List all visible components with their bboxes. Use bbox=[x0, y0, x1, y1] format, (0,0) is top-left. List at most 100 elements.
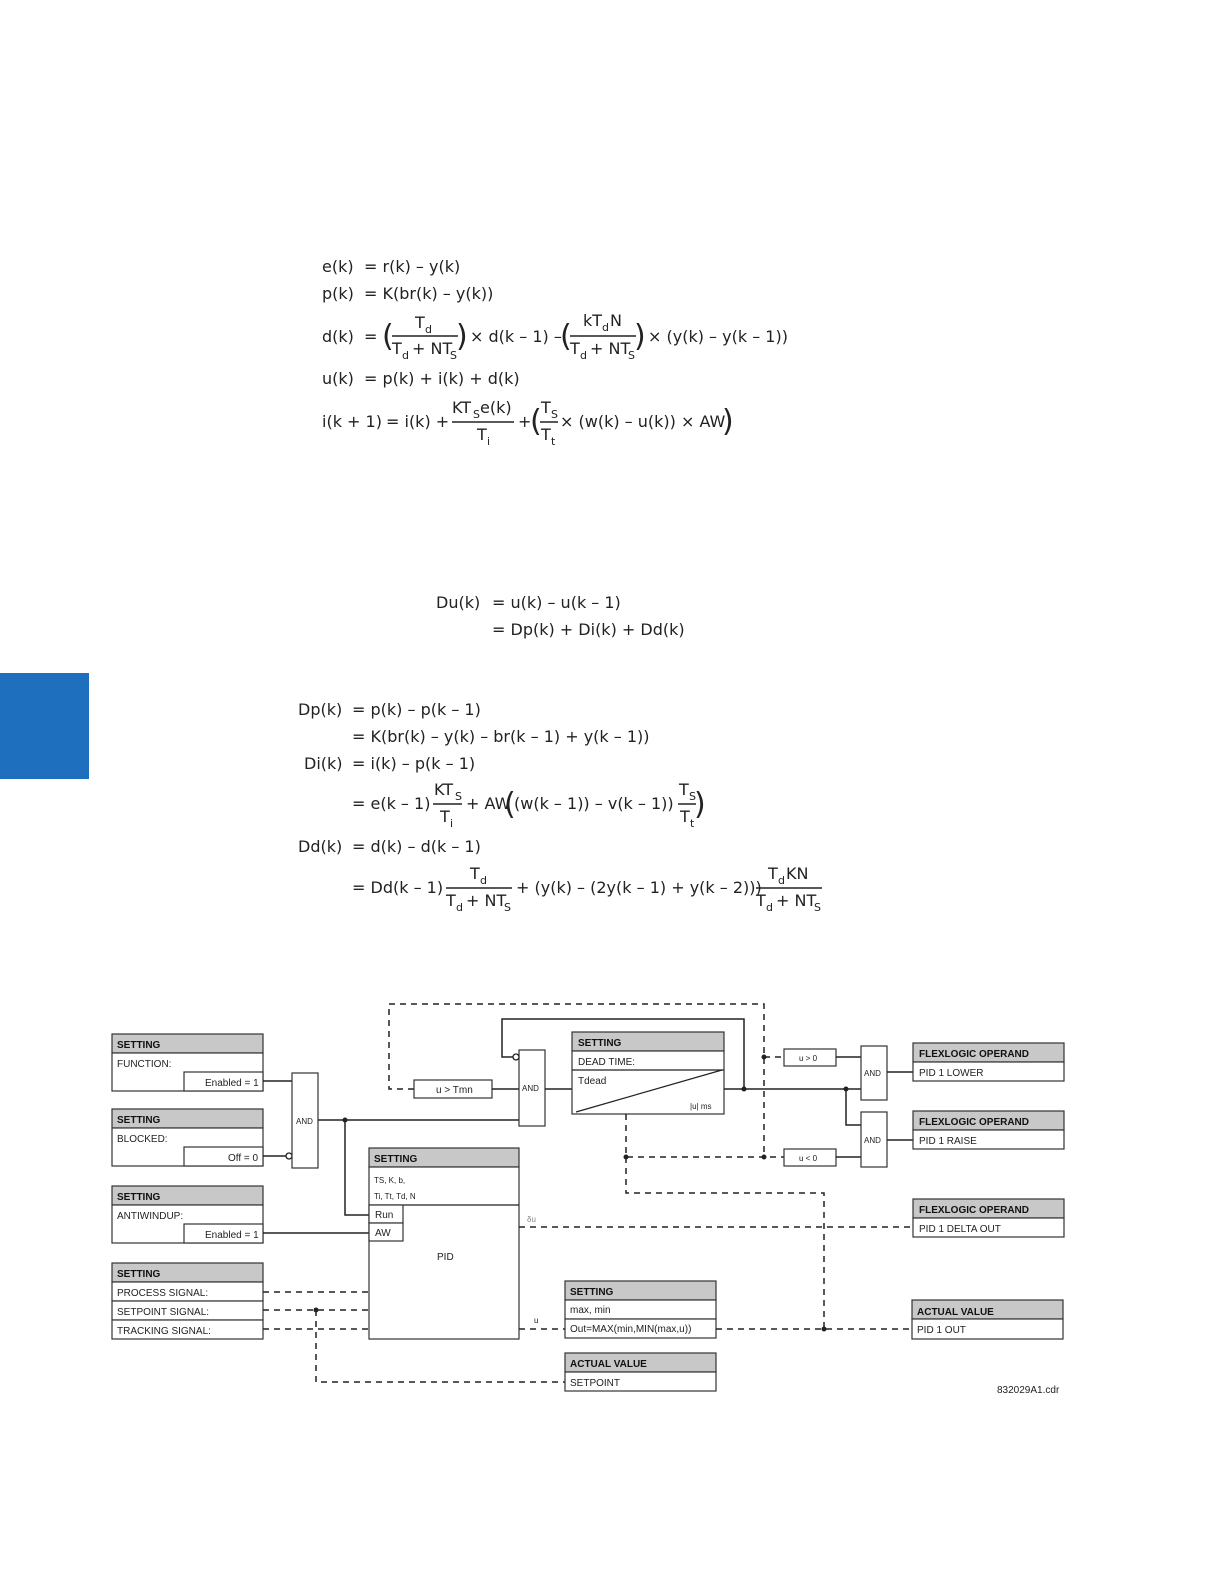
svg-text:FLEXLOGIC OPERAND: FLEXLOGIC OPERAND bbox=[919, 1049, 1029, 1060]
svg-text:KN: KN bbox=[786, 864, 808, 883]
svg-text:(w(k – 1)) – v(k – 1)): (w(k – 1)) – v(k – 1)) bbox=[514, 794, 674, 813]
inverter-bubble bbox=[285, 1152, 293, 1160]
svg-text:T: T bbox=[476, 425, 487, 444]
svg-text:BLOCKED:: BLOCKED: bbox=[117, 1134, 168, 1145]
svg-text:d: d bbox=[480, 874, 487, 887]
svg-text:SETTING: SETTING bbox=[117, 1192, 161, 1203]
svg-text:+ NT: + NT bbox=[412, 339, 452, 358]
svg-text:+ NT: + NT bbox=[776, 891, 816, 910]
svg-text:Off = 0: Off = 0 bbox=[228, 1153, 259, 1164]
svg-text:t: t bbox=[551, 435, 556, 448]
svg-text:N: N bbox=[610, 311, 622, 330]
equation-block-3: Dp(k) = p(k) – p(k – 1) = K(br(k) – y(k)… bbox=[298, 700, 822, 914]
svg-text:× d(k – 1) –: × d(k – 1) – bbox=[470, 327, 562, 346]
svg-text:(: ( bbox=[530, 404, 542, 439]
feedback-dashed-loop bbox=[388, 1003, 765, 1157]
svg-text:S: S bbox=[455, 790, 462, 803]
svg-text:u > 0: u > 0 bbox=[799, 1054, 818, 1063]
svg-text:AND: AND bbox=[864, 1069, 881, 1078]
svg-text:d: d bbox=[778, 874, 785, 887]
svg-text:): ) bbox=[634, 319, 646, 354]
svg-text:AW: AW bbox=[375, 1228, 391, 1239]
svg-text:Enabled = 1: Enabled = 1 bbox=[205, 1230, 259, 1241]
svg-text:S: S bbox=[504, 901, 511, 914]
svg-text:PROCESS SIGNAL:: PROCESS SIGNAL: bbox=[117, 1288, 208, 1299]
svg-text:T: T bbox=[569, 339, 580, 358]
svg-text:AND: AND bbox=[522, 1084, 539, 1093]
svg-text:SETPOINT SIGNAL:: SETPOINT SIGNAL: bbox=[117, 1307, 209, 1318]
svg-text:+ (y(k) – (2y(k – 1) + y(k – 2: + (y(k) – (2y(k – 1) + y(k – 2))) bbox=[516, 878, 762, 897]
svg-text:+ NT: + NT bbox=[590, 339, 630, 358]
svg-text:ACTUAL VALUE: ACTUAL VALUE bbox=[570, 1359, 647, 1370]
svg-text:T: T bbox=[755, 891, 766, 910]
figure-code: 832029A1.cdr bbox=[997, 1385, 1060, 1396]
svg-text:T: T bbox=[439, 807, 450, 826]
svg-text:KT: KT bbox=[434, 780, 453, 799]
svg-text:(: ( bbox=[382, 319, 394, 354]
dead-time-block: SETTING DEAD TIME: Tdead |u| ms bbox=[571, 1031, 725, 1115]
chapter-tab bbox=[0, 673, 89, 779]
svg-text:+: + bbox=[518, 412, 531, 431]
svg-text:KT: KT bbox=[452, 398, 471, 417]
svg-text:= e(k – 1): = e(k – 1) bbox=[352, 794, 430, 813]
svg-text:SETTING: SETTING bbox=[578, 1038, 622, 1049]
svg-text:= d(k) – d(k – 1): = d(k) – d(k – 1) bbox=[352, 837, 481, 856]
flexlogic-delta-box: FLEXLOGIC OPERAND PID 1 DELTA OUT bbox=[912, 1198, 1065, 1238]
pid-block: SETTING TS, K, b, Ti, Tt, Td, N Run AW P… bbox=[368, 1147, 538, 1340]
eq-e-rhs: = r(k) – y(k) bbox=[364, 257, 460, 276]
svg-text:TRACKING SIGNAL:: TRACKING SIGNAL: bbox=[117, 1326, 211, 1337]
eq-du-rhs: = u(k) – u(k – 1) bbox=[492, 593, 621, 612]
svg-text:FLEXLOGIC OPERAND: FLEXLOGIC OPERAND bbox=[919, 1205, 1029, 1216]
eq-u-rhs: = p(k) + i(k) + d(k) bbox=[364, 369, 520, 388]
svg-text:Run: Run bbox=[375, 1210, 393, 1221]
svg-text:SETTING: SETTING bbox=[117, 1115, 161, 1126]
eq-dp-lhs: Dp(k) bbox=[298, 700, 342, 719]
svg-text:u > Tmn: u > Tmn bbox=[436, 1085, 473, 1096]
flexlogic-lower-box: FLEXLOGIC OPERAND PID 1 LOWER bbox=[912, 1042, 1065, 1082]
svg-text:DEAD TIME:: DEAD TIME: bbox=[578, 1057, 635, 1068]
svg-text:S: S bbox=[689, 790, 696, 803]
svg-text:d: d bbox=[580, 349, 587, 362]
svg-text:PID 1 DELTA OUT: PID 1 DELTA OUT bbox=[919, 1224, 1001, 1235]
svg-text:d: d bbox=[425, 323, 432, 336]
eq-du-rhs2: = Dp(k) + Di(k) + Dd(k) bbox=[492, 620, 685, 639]
svg-text:T: T bbox=[678, 780, 689, 799]
svg-text:Out=MAX(min,MIN(max,u)): Out=MAX(min,MIN(max,u)) bbox=[570, 1324, 691, 1335]
and-gate-raise bbox=[860, 1111, 888, 1168]
actual-out-box: ACTUAL VALUE PID 1 OUT bbox=[911, 1299, 1064, 1340]
eq-i-lhs: i(k + 1) bbox=[322, 412, 382, 431]
svg-text:PID: PID bbox=[437, 1252, 454, 1263]
svg-text:Enabled = 1: Enabled = 1 bbox=[205, 1078, 259, 1089]
svg-text:+ AW: + AW bbox=[466, 794, 511, 813]
and-gate-2 bbox=[518, 1049, 546, 1127]
eq-e-lhs: e(k) bbox=[322, 257, 354, 276]
eq-du-lhs: Du(k) bbox=[436, 593, 480, 612]
svg-text:= i(k) – p(k – 1): = i(k) – p(k – 1) bbox=[352, 754, 475, 773]
svg-text:d: d bbox=[402, 349, 409, 362]
svg-text:SETTING: SETTING bbox=[374, 1154, 418, 1165]
svg-text:): ) bbox=[456, 319, 468, 354]
svg-text:= p(k) – p(k – 1): = p(k) – p(k – 1) bbox=[352, 700, 481, 719]
svg-text:SETTING: SETTING bbox=[117, 1040, 161, 1051]
svg-text:T: T bbox=[414, 313, 425, 332]
svg-text:AND: AND bbox=[296, 1117, 313, 1126]
svg-text:= Dd(k – 1): = Dd(k – 1) bbox=[352, 878, 443, 897]
svg-text:t: t bbox=[690, 817, 695, 830]
svg-text:T: T bbox=[469, 864, 480, 883]
setting-function-box: SETTING FUNCTION: Enabled = 1 bbox=[111, 1033, 264, 1092]
svg-text:δu: δu bbox=[527, 1215, 536, 1224]
svg-text:S: S bbox=[814, 901, 821, 914]
svg-text:i: i bbox=[487, 435, 490, 448]
and-gate-lower bbox=[860, 1045, 888, 1101]
svg-text:AND: AND bbox=[864, 1136, 881, 1145]
svg-text:d: d bbox=[602, 321, 609, 334]
svg-text:TS, K, b,: TS, K, b, bbox=[374, 1176, 405, 1185]
svg-text:(: ( bbox=[504, 787, 516, 822]
svg-text:S: S bbox=[551, 408, 558, 421]
svg-text:d: d bbox=[456, 901, 463, 914]
svg-text:FLEXLOGIC OPERAND: FLEXLOGIC OPERAND bbox=[919, 1117, 1029, 1128]
setting-blocked-box: SETTING BLOCKED: Off = 0 bbox=[111, 1108, 264, 1167]
equation-block-1: e(k) = r(k) – y(k) p(k) = K(br(k) – y(k)… bbox=[322, 257, 788, 448]
svg-text:T: T bbox=[767, 864, 778, 883]
